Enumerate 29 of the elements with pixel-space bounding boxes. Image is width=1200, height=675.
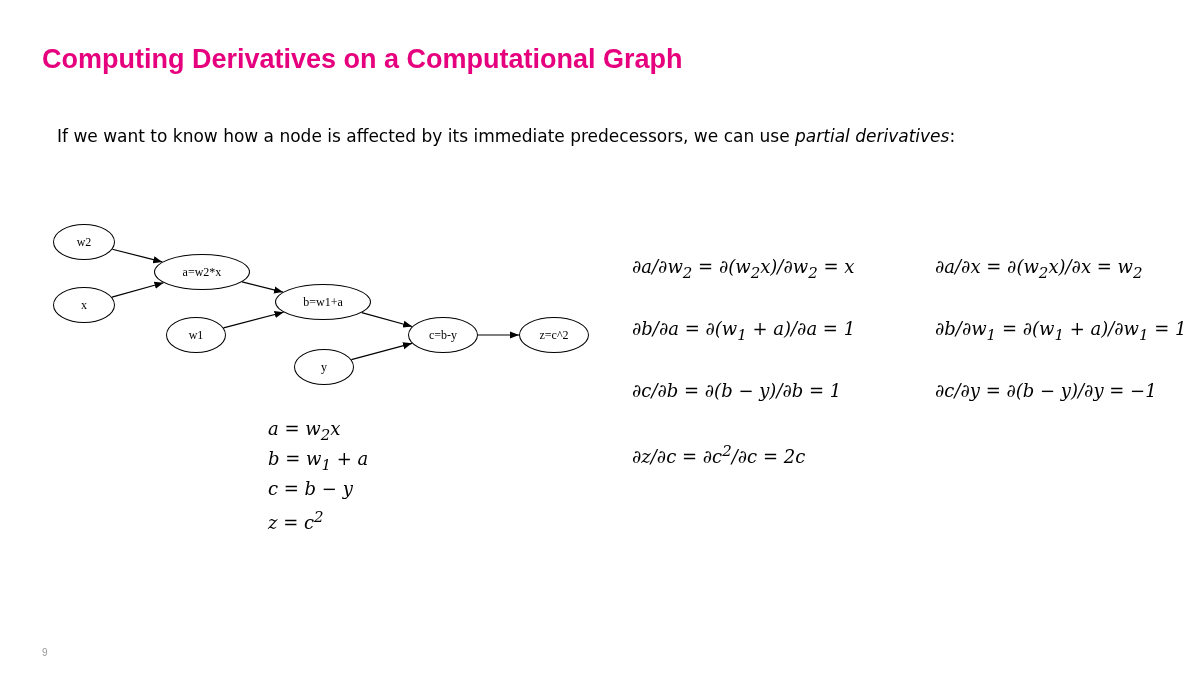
equation: b = w$_{1}$ + a — [268, 448, 369, 474]
graph-node: z=c^2 — [519, 317, 589, 353]
equation: ∂c/∂y = ∂(b − y)/∂y = −1 — [935, 380, 1157, 401]
graph-node: x — [53, 287, 115, 323]
graph-node: a=w2*x — [154, 254, 250, 290]
page-number: 9 — [42, 647, 48, 658]
slide-title: Computing Derivatives on a Computational Graph — [42, 44, 683, 75]
arrow — [111, 248, 163, 264]
equation: ∂a/∂w$_{2}$ = ∂(w$_{2}$x)/∂w$_{2}$ = x — [632, 256, 855, 282]
graph-node: w1 — [166, 317, 226, 353]
equation: ∂z/∂c = ∂c$^{2}$/∂c = 2c — [632, 442, 806, 467]
equation: z = c$^{2}$ — [268, 508, 324, 533]
equation: ∂b/∂a = ∂(w$_{1}$ + a)/∂a = 1 — [632, 318, 856, 344]
arrow — [350, 342, 413, 361]
arrow — [477, 331, 520, 339]
graph-node: w2 — [53, 224, 115, 260]
equation: a = w$_{2}$x — [268, 418, 341, 444]
arrow — [111, 281, 165, 298]
arrow — [241, 281, 284, 294]
arrow — [361, 312, 413, 328]
equation: ∂b/∂w$_{1}$ = ∂(w$_{1}$ + a)/∂w$_{1}$ = 1 — [935, 318, 1187, 344]
equation: ∂c/∂b = ∂(b − y)/∂b = 1 — [632, 380, 842, 401]
equation: ∂a/∂x = ∂(w$_{2}$x)/∂x = w$_{2}$ — [935, 256, 1143, 282]
graph-node: y — [294, 349, 354, 385]
arrow — [222, 311, 285, 329]
graph-node: b=w1+a — [275, 284, 371, 320]
equation: c = b − y — [268, 478, 353, 499]
subtitle: If we want to know how a node is affected by its immediate predecessors, we can use partial derivatives: — [57, 126, 956, 146]
graph-node: c=b-y — [408, 317, 478, 353]
